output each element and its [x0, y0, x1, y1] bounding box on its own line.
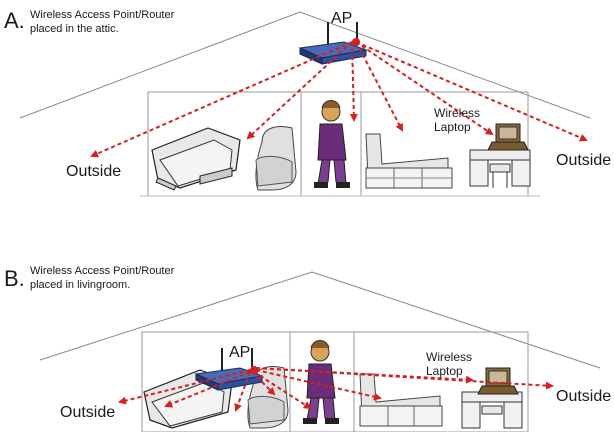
signals-a — [90, 41, 588, 158]
scenario-b-description-line2: placed in livingroom. — [30, 279, 131, 291]
scenario-a-outside-right: Outside — [556, 152, 612, 169]
scenario-b-outside-left: Outside — [60, 404, 116, 421]
scenario-a-laptop-line2: Laptop — [434, 120, 471, 134]
scenario-a-outside-left: Outside — [66, 163, 122, 180]
scenario-a-laptop-label: Wireless Laptop — [434, 106, 480, 134]
sofa-a — [151, 127, 241, 191]
desk-b — [461, 391, 523, 429]
signals-b — [118, 367, 554, 412]
bed-a — [365, 133, 453, 189]
scenario-b-outside-right: Outside — [556, 388, 612, 405]
armchair-a — [255, 126, 297, 191]
scenario-a-ap-label: AP — [331, 10, 353, 27]
laptop-a — [487, 123, 529, 151]
house-a — [19, 11, 591, 197]
scenario-b-ap-label: AP — [229, 344, 251, 361]
scenario-a-description: Wireless Access Point/Router placed in t… — [30, 8, 174, 36]
router-a — [298, 22, 368, 65]
scenario-b-laptop-line1: Wireless — [426, 350, 473, 364]
laptop-b — [477, 367, 519, 395]
person-b — [303, 340, 339, 424]
person-a — [314, 100, 350, 188]
scenario-a-description-line2: placed in the attic. — [30, 23, 119, 35]
scenario-a-description-line1: Wireless Access Point/Router — [30, 9, 175, 21]
desk-a — [469, 149, 531, 188]
bed-b — [359, 373, 443, 427]
scenario-a-letter: A. — [4, 8, 25, 33]
house-b — [39, 271, 601, 432]
scenario-b-laptop-line2: Laptop — [426, 364, 463, 378]
scenario-b-laptop-label: Wireless Laptop — [426, 350, 472, 378]
scenario-b-description-line1: Wireless Access Point/Router — [30, 265, 175, 277]
scenario-b-description: Wireless Access Point/Router placed in l… — [30, 264, 174, 292]
scenario-b-letter: B. — [4, 266, 25, 291]
scenario-a-laptop-line1: Wireless — [434, 106, 481, 120]
